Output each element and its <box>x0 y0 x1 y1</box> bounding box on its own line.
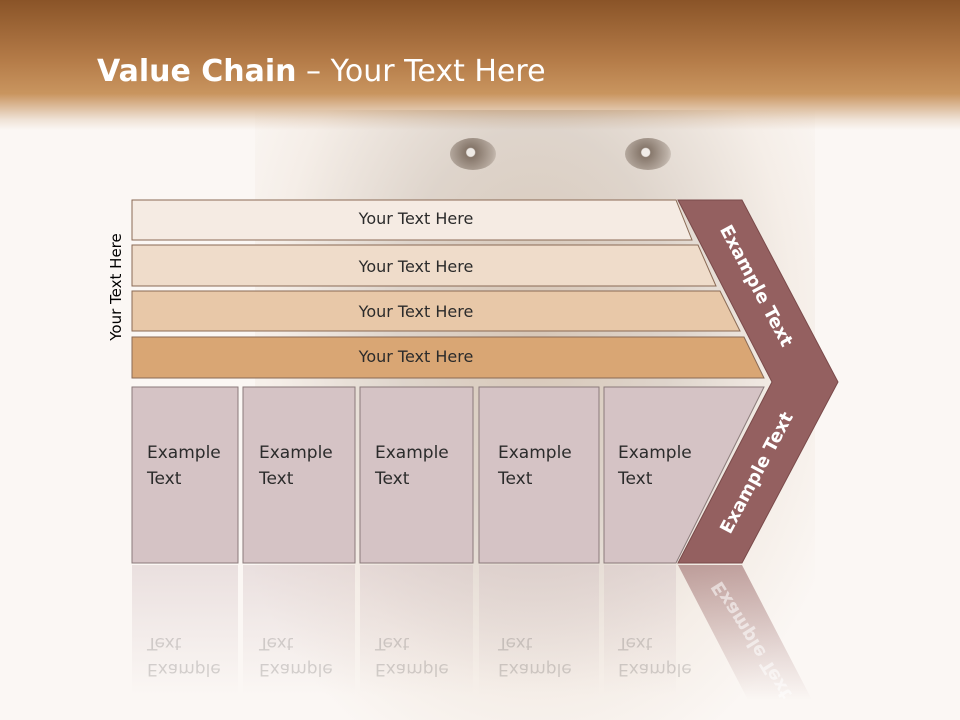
dog-eye-left <box>450 138 496 170</box>
box-5-reflection-text: Example Text <box>618 630 692 682</box>
row-label-1: Your Text Here <box>358 209 474 228</box>
box-3-reflection <box>360 565 473 695</box>
box-5-reflection-line2: Text <box>618 633 653 653</box>
box-5-line2: Text <box>618 469 653 489</box>
side-label: Your Text Here <box>107 233 125 341</box>
title-bold: Value Chain <box>97 54 297 89</box>
box-3-line1: Example <box>375 443 449 463</box>
box-4-line2: Text <box>498 469 533 489</box>
row-bar-2 <box>131 244 717 287</box>
box-1-reflection-text: Example Text <box>147 630 221 682</box>
box-5-reflection-line1: Example <box>618 659 692 679</box>
box-4 <box>478 386 600 564</box>
box-3 <box>359 386 474 564</box>
box-2 <box>242 386 356 564</box>
box-1-reflection-line2: Text <box>147 633 182 653</box>
box-2-reflection-line2: Text <box>259 633 294 653</box>
row-label-2: Your Text Here <box>358 257 474 276</box>
ribbon-reflection <box>678 565 812 700</box>
box-4-reflection-line2: Text <box>498 633 533 653</box>
box-3-reflection-line2: Text <box>375 633 410 653</box>
box-2-reflection-text: Example Text <box>259 630 333 682</box>
title-rest: – Your Text Here <box>296 54 546 89</box>
box-5-reflection <box>604 565 676 695</box>
row-bar-4 <box>131 336 765 379</box>
box-3-reflection-text: Example Text <box>375 630 449 682</box>
title-bar <box>0 0 960 130</box>
box-2-reflection <box>243 565 355 695</box>
box-1-reflection-line1: Example <box>147 659 221 679</box>
box-5 <box>603 386 765 564</box>
box-2-line2: Text <box>259 469 294 489</box>
box-1-line2: Text <box>147 469 182 489</box>
dog-eye-right <box>625 138 671 170</box>
box-1 <box>131 386 239 564</box>
row-label-3: Your Text Here <box>358 302 474 321</box>
box-4-reflection-line1: Example <box>498 659 572 679</box>
box-4-line1: Example <box>498 443 572 463</box>
box-3-line2: Text <box>375 469 410 489</box>
row-label-4: Your Text Here <box>358 347 474 366</box>
box-4-reflection-text: Example Text <box>498 630 572 682</box>
row-bar-1 <box>131 199 693 241</box>
box-5-line1: Example <box>618 443 692 463</box>
box-4-reflection <box>479 565 599 695</box>
row-bar-3 <box>131 290 741 332</box>
box-1-reflection <box>132 565 238 695</box>
box-2-reflection-line1: Example <box>259 659 333 679</box>
box-2-line1: Example <box>259 443 333 463</box>
chevron-ribbon <box>677 199 839 564</box>
box-3-reflection-line1: Example <box>375 659 449 679</box>
slide-title: Value Chain – Your Text Here <box>97 54 546 89</box>
box-1-line1: Example <box>147 443 221 463</box>
